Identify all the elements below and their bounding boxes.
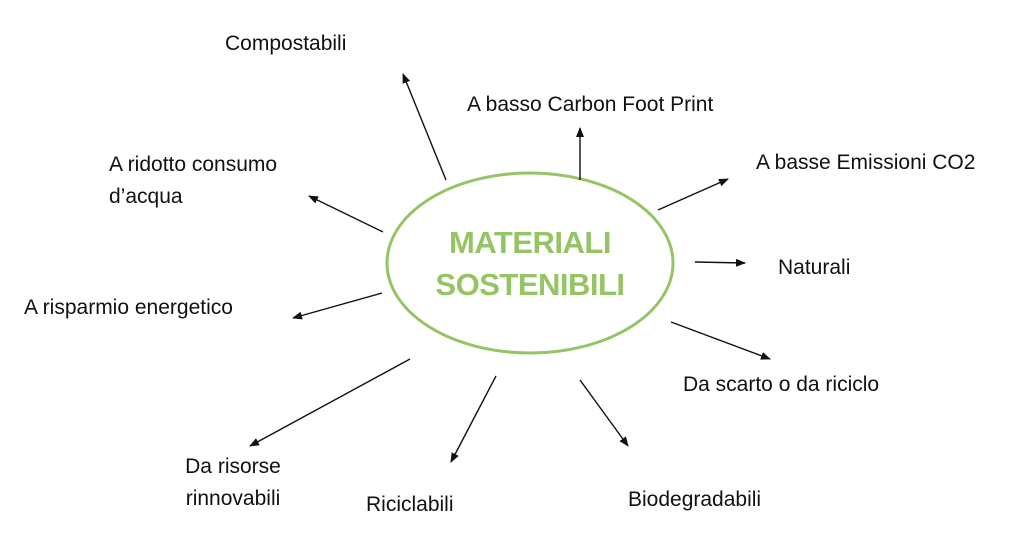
label-naturali: Naturali [778,256,851,279]
label-scarto-riciclo: Da scarto o da riciclo [683,373,880,396]
arrow-risparmio-energetico [292,292,383,320]
arrow-risorse-rinnovabili [249,358,411,447]
arrow-scarto-riciclo [670,321,771,360]
label-ridotto-acqua: A ridotto consumo d’acqua [109,153,278,208]
label-riciclabili: Riciclabili [366,493,454,516]
arrow-basse-emissioni [657,178,729,211]
label-compostabili: Compostabili [225,32,347,55]
arrow-compostabili [402,73,447,181]
arrow-biodegradabili [579,379,629,447]
label-basse-emissioni: A basse Emissioni CO2 [756,151,976,174]
label-basso-carbon: A basso Carbon Foot Print [467,93,714,116]
label-biodegradabili: Biodegradabili [628,488,762,511]
arrow-naturali [694,258,746,267]
label-risorse-rinnovabili: Da risorse rinnovabili [185,455,281,510]
label-risparmio-energetico: A risparmio energetico [24,296,233,319]
arrow-ridotto-acqua [308,195,384,233]
center-ellipse [385,171,675,355]
center-title: MATERIALI SOSTENIBILI [435,225,625,302]
arrow-riciclabili [450,375,497,463]
